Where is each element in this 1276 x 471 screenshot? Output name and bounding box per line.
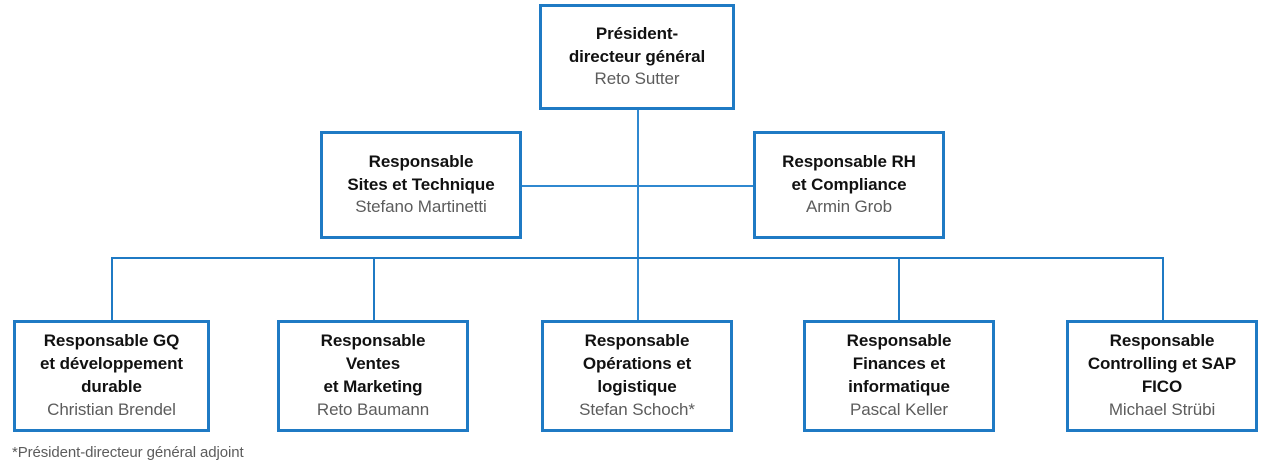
node-ventes-marketing[interactable]: Responsable Ventes et Marketing Reto Bau… <box>277 320 469 432</box>
node-ceo-name: Reto Sutter <box>594 69 680 89</box>
node-sites-technique-name: Stefano Martinetti <box>355 197 487 217</box>
node-rh-compliance-title: Responsable RH et Compliance <box>782 151 916 194</box>
node-ventes-marketing-title: Responsable Ventes et Marketing <box>320 331 426 396</box>
connector-drop-controlling <box>1162 257 1164 321</box>
node-controlling-sap-name: Michael Strübi <box>1108 399 1216 419</box>
connector-drop-finances <box>898 257 900 321</box>
node-controlling-sap[interactable]: Responsable Controlling et SAP FICO Mich… <box>1066 320 1258 432</box>
node-sites-technique-title: Responsable Sites et Technique <box>347 151 495 194</box>
node-ceo-title: Président- directeur général <box>568 23 706 66</box>
node-operations-logistique-title: Responsable Opérations et logistique <box>582 331 692 396</box>
node-ventes-marketing-name: Reto Baumann <box>316 399 430 419</box>
node-gq-developpement-title: Responsable GQ et développement durable <box>40 331 183 396</box>
node-operations-logistique[interactable]: Responsable Opérations et logistique Ste… <box>541 320 733 432</box>
node-rh-compliance-name: Armin Grob <box>806 197 892 217</box>
connector-level2-horizontal <box>471 185 754 187</box>
node-finances-informatique-title: Responsable Finances et informatique <box>846 331 952 396</box>
node-finances-informatique[interactable]: Responsable Finances et informatique Pas… <box>803 320 995 432</box>
connector-drop-ventes <box>373 257 375 321</box>
node-rh-compliance[interactable]: Responsable RH et Compliance Armin Grob <box>753 131 945 239</box>
node-ceo[interactable]: Président- directeur général Reto Sutter <box>539 4 735 110</box>
node-finances-informatique-name: Pascal Keller <box>850 399 948 419</box>
footnote: *Président-directeur général adjoint <box>12 444 244 461</box>
node-gq-developpement[interactable]: Responsable GQ et développement durable … <box>13 320 210 432</box>
node-sites-technique[interactable]: Responsable Sites et Technique Stefano M… <box>320 131 522 239</box>
connector-bottom-bus <box>111 257 1163 259</box>
node-operations-logistique-name: Stefan Schoch* <box>579 399 695 419</box>
connector-drop-gq <box>111 257 113 321</box>
connector-ceo-spine <box>637 110 639 321</box>
node-controlling-sap-title: Responsable Controlling et SAP FICO <box>1087 331 1237 396</box>
node-gq-developpement-name: Christian Brendel <box>47 399 176 419</box>
